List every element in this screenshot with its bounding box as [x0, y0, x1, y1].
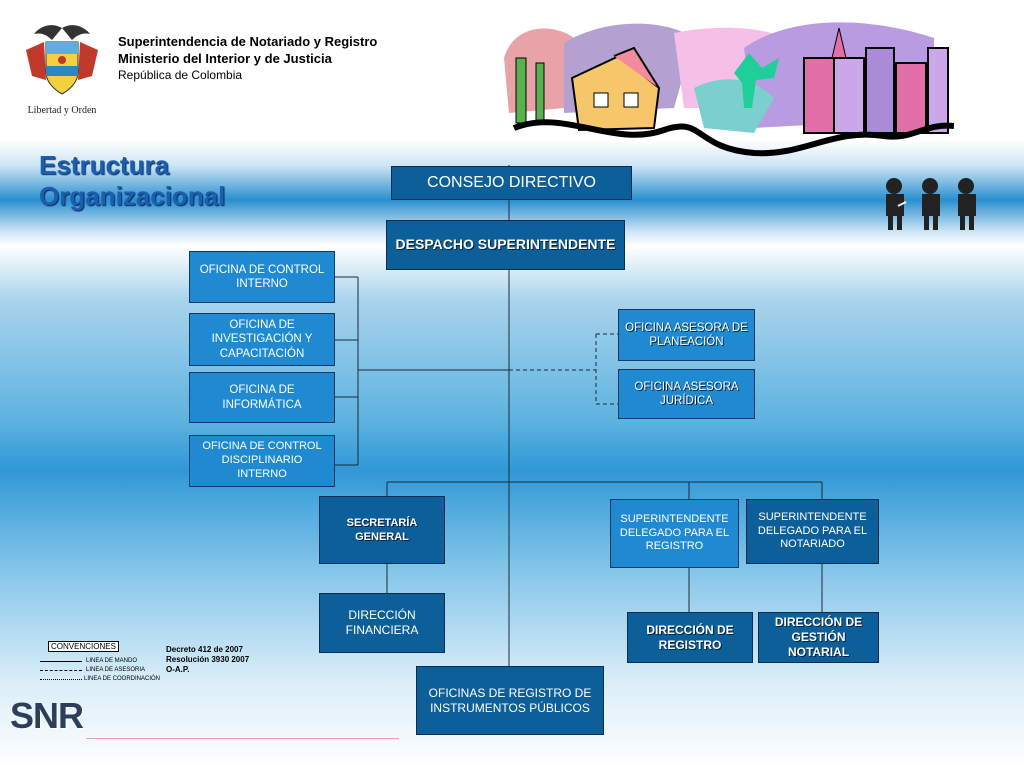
legend-dashed-line [40, 669, 82, 671]
legend-dotted-line [40, 678, 82, 680]
direccion-gestion-notarial-box[interactable]: DIRECCIÓN DE GESTIÓN NOTARIAL [758, 612, 879, 663]
oficinas-registro-label: OFICINAS DE REGISTRO DE INSTRUMENTOS PÚB… [428, 685, 592, 715]
direccion-financiera-label: DIRECCIÓN FINANCIERA [345, 608, 419, 637]
oficina-asesora-juridica-label: OFICINA ASESORA JURÍDICA [634, 380, 739, 407]
secretaria-general-label: SECRETARÍA GENERAL [346, 517, 418, 543]
header-line-1: Superintendencia de Notariado y Registro [118, 34, 378, 49]
snr-logo: SNR [10, 695, 84, 736]
people-icon [878, 176, 984, 232]
secretaria-general-box[interactable]: SECRETARÍA GENERAL [319, 496, 445, 564]
despacho-superintendente-box[interactable]: DESPACHO SUPERINTENDENTE [386, 220, 625, 270]
decree-line-2: Resolución 3930 2007 [166, 655, 250, 664]
oficina-investigacion-box[interactable]: OFICINA DE INVESTIGACIÓN Y CAPACITACIÓN [189, 313, 335, 366]
superintendente-delegado-notariado-label: SUPERINTENDENTE DELEGADO PARA EL NOTARIA… [757, 510, 868, 551]
legend-asesoria-label: LINEA DE ASESORIA [86, 667, 146, 673]
decree-info: Decreto 412 de 2007 Resolución 3930 2007… [166, 645, 249, 675]
footer-divider [86, 738, 399, 739]
oficina-informatica-label: OFICINA DE INFORMÁTICA [222, 384, 302, 411]
decree-line-3: O-A.P. [166, 665, 190, 674]
legend-solid-line [40, 660, 82, 662]
direccion-financiera-box[interactable]: DIRECCIÓN FINANCIERA [319, 593, 445, 653]
oficina-asesora-planeacion-box[interactable]: OFICINA ASESORA DE PLANEACIÓN [618, 309, 755, 361]
legend-coordinacion-label: LINEA DE COORDINACIÓN [84, 676, 161, 682]
legend: CONVENCIONES LINEA DE MANDO LINEA DE ASE… [40, 636, 162, 682]
oficina-informatica-box[interactable]: OFICINA DE INFORMÁTICA [189, 372, 335, 423]
superintendente-delegado-notariado-box[interactable]: SUPERINTENDENTE DELEGADO PARA EL NOTARIA… [746, 499, 879, 564]
oficina-control-interno-label: OFICINA DE CONTROL INTERNO [199, 263, 325, 290]
coat-of-arms-logo: Libertad y Orden [22, 20, 102, 118]
consejo-directivo-box[interactable]: CONSEJO DIRECTIVO [391, 166, 632, 200]
legend-title: CONVENCIONES [48, 641, 119, 652]
header-line-2: Ministerio del Interior y de Justicia [118, 51, 332, 66]
page-title: Estructura Organizacional [39, 150, 225, 212]
direccion-registro-box[interactable]: DIRECCIÓN DE REGISTRO [627, 612, 753, 663]
superintendente-delegado-registro-box[interactable]: SUPERINTENDENTE DELEGADO PARA EL REGISTR… [610, 499, 739, 568]
header-text: Superintendencia de Notariado y Registro… [118, 33, 377, 84]
superintendente-delegado-registro-label: SUPERINTENDENTE DELEGADO PARA EL REGISTR… [619, 512, 730, 553]
consejo-directivo-label: CONSEJO DIRECTIVO [427, 174, 596, 191]
oficina-control-interno-box[interactable]: OFICINA DE CONTROL INTERNO [189, 251, 335, 303]
oficinas-registro-box[interactable]: OFICINAS DE REGISTRO DE INSTRUMENTOS PÚB… [416, 666, 604, 735]
decree-line-1: Decreto 412 de 2007 [166, 645, 243, 654]
oficina-asesora-juridica-box[interactable]: OFICINA ASESORA JURÍDICA [618, 369, 755, 419]
despacho-superintendente-label: DESPACHO SUPERINTENDENTE [395, 236, 616, 253]
page-title-line-1: Estructura [39, 150, 170, 180]
oficina-investigacion-label: OFICINA DE INVESTIGACIÓN Y CAPACITACIÓN [211, 318, 313, 360]
direccion-registro-label: DIRECCIÓN DE REGISTRO [646, 622, 734, 652]
legend-mando-label: LINEA DE MANDO [86, 658, 138, 664]
oficina-control-disciplinario-box[interactable]: OFICINA DE CONTROL DISCIPLINARIO INTERNO [189, 435, 335, 487]
page-title-line-2: Organizacional [39, 181, 226, 211]
header-line-3: República de Colombia [118, 68, 243, 82]
direccion-gestion-notarial-label: DIRECCIÓN DE GESTIÓN NOTARIAL [774, 615, 863, 659]
snr-logo-text: SNR [10, 695, 84, 736]
oficina-control-disciplinario-label: OFICINA DE CONTROL DISCIPLINARIO INTERNO [202, 440, 322, 480]
city-illustration [494, 18, 955, 178]
coat-of-arms-motto: Libertad y Orden [27, 105, 97, 116]
oficina-asesora-planeacion-label: OFICINA ASESORA DE PLANEACIÓN [625, 321, 748, 348]
